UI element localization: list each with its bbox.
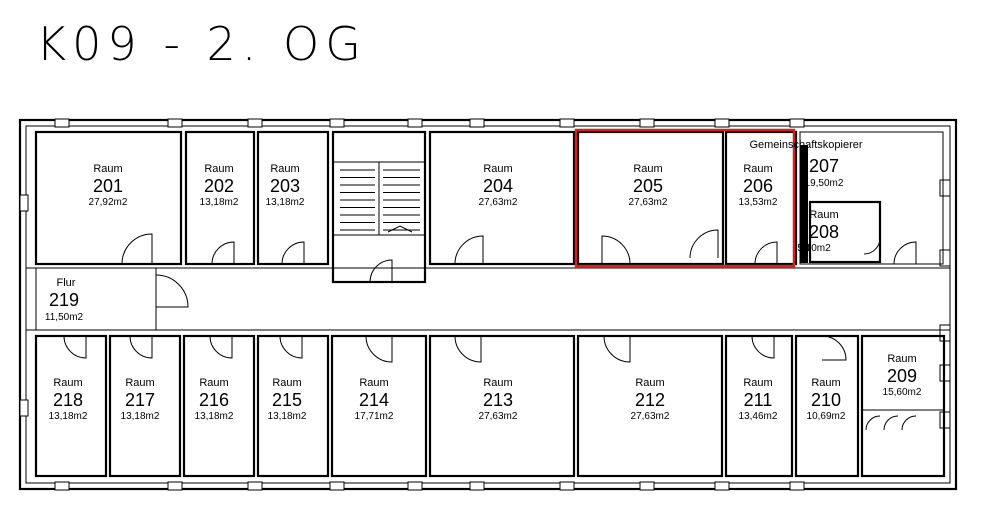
room-area: 13,18m2 — [195, 411, 234, 422]
door-swings — [63, 229, 917, 431]
room-area: 27,63m2 — [631, 411, 670, 422]
room-number: 219 — [49, 290, 79, 310]
highlight-frame — [574, 128, 796, 268]
room-area: 13,46m2 — [739, 411, 778, 422]
room-area: 27,63m2 — [629, 197, 668, 208]
room-number: 216 — [199, 390, 229, 410]
room-type: Raum — [635, 377, 664, 389]
room-207-label: Gemeinschaftskopierer 207 19,50m2 — [749, 139, 862, 189]
room-area: 13,18m2 — [266, 197, 305, 208]
top-room-walls — [34, 130, 944, 266]
room-area: 11,50m2 — [45, 312, 84, 323]
room-area: 10,69m2 — [807, 411, 846, 422]
room-area: 13,18m2 — [200, 197, 239, 208]
room-type: Raum — [53, 377, 82, 389]
room-type: Raum — [811, 377, 840, 389]
room-area: 13,18m2 — [268, 411, 307, 422]
room-number: 205 — [633, 176, 663, 196]
room-number: 208 — [809, 222, 839, 242]
room-number: 210 — [811, 390, 841, 410]
room-number: 202 — [204, 176, 234, 196]
room-number: 215 — [272, 390, 302, 410]
room-area: 27,92m2 — [89, 197, 128, 208]
room-number: 209 — [887, 366, 917, 386]
outer-wall — [18, 118, 958, 491]
room-type: Raum — [483, 377, 512, 389]
room-type: Raum — [743, 377, 772, 389]
room-number: 201 — [93, 176, 123, 196]
room-number: 212 — [635, 390, 665, 410]
room-number: 207 — [809, 156, 839, 176]
room-type: Flur — [57, 277, 76, 289]
room-area: 27,63m2 — [479, 197, 518, 208]
room-area: 13,18m2 — [121, 411, 160, 422]
room-area: 19,50m2 — [805, 178, 844, 189]
room-type: Raum — [199, 377, 228, 389]
room-type: Raum — [809, 209, 838, 221]
room-type: Raum — [125, 377, 154, 389]
room-type: Raum — [204, 163, 233, 175]
room-type: Raum — [633, 163, 662, 175]
room-area: 15,60m2 — [883, 387, 922, 398]
room-type: Gemeinschaftskopierer — [749, 139, 862, 151]
room-type: Raum — [483, 163, 512, 175]
staircase — [331, 130, 427, 284]
room-area: 17,71m2 — [355, 411, 394, 422]
room-number: 206 — [743, 176, 773, 196]
room-type: Raum — [743, 163, 772, 175]
plan-title: K09 - 2. OG — [36, 17, 367, 71]
room-number: 203 — [270, 176, 300, 196]
room-type: Raum — [270, 163, 299, 175]
room-area: 13,18m2 — [49, 411, 88, 422]
corridor — [26, 267, 950, 331]
room-area: 27,63m2 — [479, 411, 518, 422]
room-type: Raum — [359, 377, 388, 389]
room-area: 13,53m2 — [739, 197, 778, 208]
room-area: 5,10m2 — [797, 243, 831, 254]
room-type: Raum — [272, 377, 301, 389]
outer-wall-inner — [25, 125, 951, 484]
room-number: 218 — [53, 390, 83, 410]
room-number: 213 — [483, 390, 513, 410]
room-number: 214 — [359, 390, 389, 410]
room-number: 204 — [483, 176, 513, 196]
room-type: Raum — [887, 353, 916, 365]
room-type: Raum — [93, 163, 122, 175]
room-number: 211 — [744, 390, 773, 410]
room-labels: Raum20127,92m2Raum20213,18m2Raum20313,18… — [45, 139, 922, 422]
bottom-room-walls — [34, 145, 946, 478]
room-number: 217 — [125, 390, 155, 410]
